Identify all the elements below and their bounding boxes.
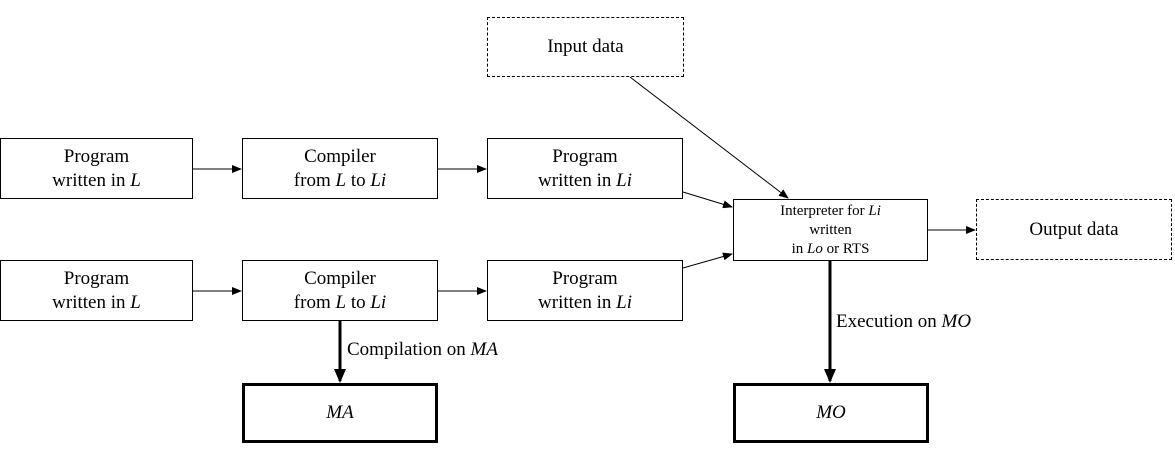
edge-prog-li-bot-to-interpreter: [682, 252, 733, 269]
compiler-l-to-li-node-top: Compiler from L to Li: [242, 138, 438, 199]
machine-mo-label: MO: [816, 402, 846, 423]
compiler-top-line1: Compiler: [304, 145, 376, 167]
machine-ma-node: MA: [242, 383, 438, 443]
program-in-l-bottom-line2: written in L: [52, 291, 141, 313]
program-in-l-top-line1: Program: [63, 145, 130, 167]
interpreter-node: Interpreter for Li written in Lo or RTS: [733, 199, 928, 261]
compiler-bottom-line1: Compiler: [304, 267, 376, 289]
edge-prog-li-top-to-interpreter: [682, 191, 733, 209]
compiler-l-to-li-node-bottom: Compiler from L to Li: [242, 260, 438, 321]
program-in-li-bottom-line2: written in Li: [538, 291, 632, 313]
program-in-l-node-top: Program written in L: [0, 138, 193, 199]
compilation-on-ma-label: Compilation on MA: [347, 338, 498, 362]
interpreter-line2: written: [809, 221, 852, 238]
input-data-label: Input data: [547, 36, 624, 57]
interpreter-line1: Interpreter for Li: [780, 202, 881, 219]
compiler-bottom-line2: from L to Li: [293, 291, 387, 313]
program-in-l-bottom-line1: Program: [63, 267, 130, 289]
execution-on-mo-label: Execution on MO: [836, 310, 972, 334]
program-in-li-node-top: Program written in Li: [487, 138, 683, 199]
machine-mo-node: MO: [733, 383, 929, 443]
program-in-li-node-bottom: Program written in Li: [487, 260, 683, 321]
program-in-li-top-line1: Program: [552, 145, 618, 167]
machine-ma-label: MA: [326, 402, 354, 423]
output-data-label: Output data: [1029, 218, 1119, 240]
compiler-top-line2: from L to Li: [293, 169, 387, 191]
program-in-li-top-line2: written in Li: [538, 169, 632, 191]
output-data-node: Output data: [976, 199, 1172, 260]
program-in-li-bottom-line1: Program: [552, 267, 618, 289]
interpreter-line3: in Lo or RTS: [791, 240, 870, 257]
program-in-l-top-line2: written in L: [52, 169, 141, 191]
program-in-l-node-bottom: Program written in L: [0, 260, 193, 321]
edge-input-data-to-interpreter: [629, 76, 789, 199]
input-data-node: Input data: [487, 17, 684, 77]
